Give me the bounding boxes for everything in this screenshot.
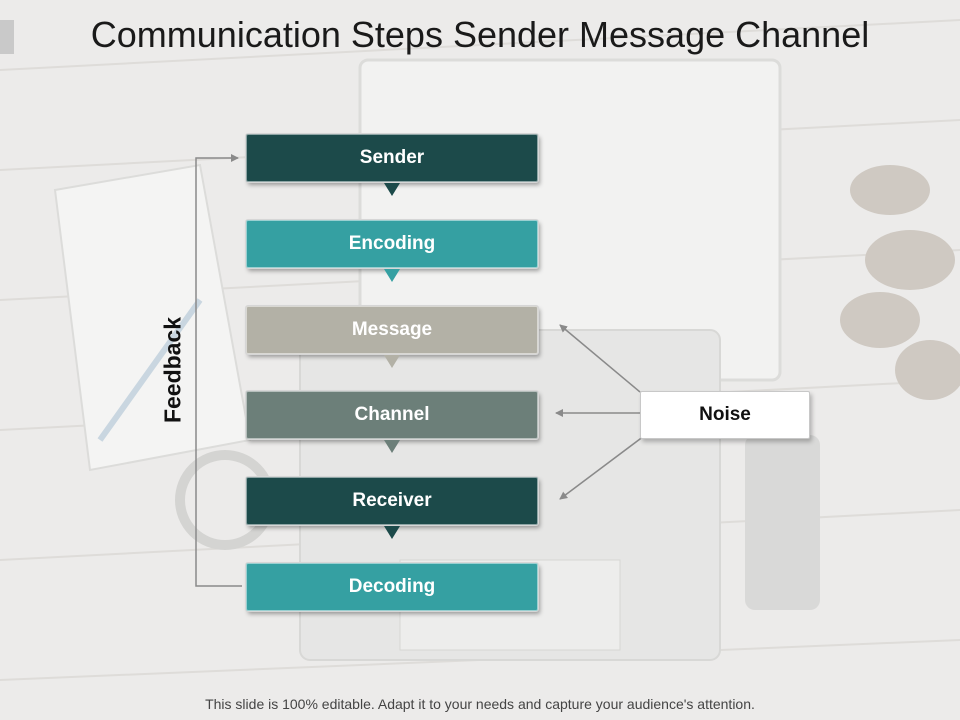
corner-accent <box>0 20 14 54</box>
step-label: Encoding <box>348 233 436 254</box>
step-message: Message <box>246 306 538 354</box>
step-label: Message <box>351 319 433 340</box>
step-receiver: Receiver <box>246 477 538 525</box>
noise-label: Noise <box>699 404 751 425</box>
step-pointer <box>384 355 400 368</box>
step-sender: Sender <box>246 134 538 182</box>
step-pointer <box>384 269 400 282</box>
step-decoding: Decoding <box>246 563 538 611</box>
step-label: Channel <box>354 404 430 425</box>
step-pointer <box>384 440 400 453</box>
feedback-text: Feedback <box>159 316 186 424</box>
noise-box: Noise <box>640 391 810 439</box>
step-label: Sender <box>359 147 425 168</box>
step-encoding: Encoding <box>246 220 538 268</box>
step-channel: Channel <box>246 391 538 439</box>
slide-title: Communication Steps Sender Message Chann… <box>90 14 870 55</box>
step-pointer <box>384 526 400 539</box>
step-pointer <box>384 183 400 196</box>
step-label: Receiver <box>352 490 432 511</box>
step-label: Decoding <box>348 576 436 597</box>
footer-note: This slide is 100% editable. Adapt it to… <box>205 696 755 712</box>
